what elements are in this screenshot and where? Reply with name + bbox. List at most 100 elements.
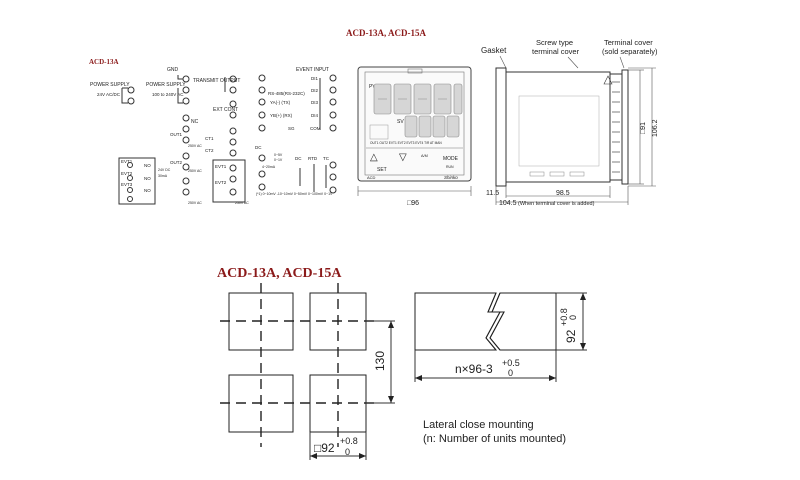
terminal-icon (182, 114, 190, 122)
terminal-icon (229, 100, 237, 108)
dim-n-96: n×96-3 (455, 362, 493, 376)
transmit-output-label: TRANSMIT OUTPUT (193, 78, 240, 84)
dim-98-5: 98.5 (556, 190, 570, 197)
range-0-1v: 0~1V (274, 158, 283, 162)
evt2-label: EVT2 (121, 171, 133, 176)
terminal-icon (182, 136, 190, 144)
no-label-1: NO (144, 163, 151, 168)
warning-icon (603, 75, 613, 85)
di2-label: DI2 (311, 88, 319, 93)
nc-label: NC (191, 119, 199, 125)
cutout-title: ACD-13A, ACD-15A (217, 266, 342, 281)
screw-terminal-label-2: terminal cover (532, 47, 580, 56)
ya-tx-label: YA(-) (TX) (270, 100, 291, 105)
dim-n-tol-lower: 0 (508, 368, 513, 378)
evt1-label-b: EVT1 (215, 164, 227, 169)
out2-label: OUT2 (170, 160, 182, 165)
dim-96: □96 (407, 200, 419, 207)
screw-terminal-label-1: Screw type (536, 38, 573, 47)
dim-104-5-note: (When terminal cover is added) (518, 201, 595, 207)
indicator-labels: OUT1 OUT2 EVT1 EVT2 EVT3 EVT4 T/R AT MAN (370, 141, 442, 145)
evt2-label-b: EVT2 (215, 180, 227, 185)
mode-button[interactable]: MODE (443, 156, 459, 162)
sv-digit (446, 115, 460, 138)
sv-display (404, 115, 460, 138)
terminal-icon (258, 154, 266, 162)
terminal-icon (127, 86, 135, 94)
terminal-icon (127, 187, 133, 193)
up-arrow-icon[interactable]: △ (370, 152, 378, 163)
panel-cutout-diagram: ACD-13A, ACD-15A 130 □92 +0.8 0 (217, 266, 587, 460)
out1-rating: 250V AC (188, 144, 202, 148)
sv-label: SV (397, 119, 404, 125)
run-label: RUN (446, 165, 454, 169)
out2-rating-v: 24V DC (158, 168, 171, 172)
terminal-cover-label-2: (sold separately) (602, 47, 658, 56)
evt1-label: EVT1 (121, 159, 133, 164)
dim-91: □91 (640, 122, 647, 134)
wiring-title: ACD-13A (89, 58, 119, 66)
dim-92-vertical-tol-upper: +0.8 (559, 308, 569, 326)
terminal-icon (182, 188, 190, 196)
set-button[interactable]: SET (377, 167, 387, 173)
lateral-mounting-note: (n: Number of units mounted) (423, 433, 566, 445)
terminal-icon (258, 183, 266, 191)
dc-label-2: DC (295, 156, 302, 161)
tc-label: TC (323, 156, 330, 161)
no-label-3: NO (144, 188, 151, 193)
sv-digit (432, 115, 446, 138)
terminal-icon (258, 170, 266, 178)
rtd-label: RTD (308, 156, 318, 161)
model-label: ACD (367, 175, 376, 180)
dim-92-vertical-tol-lower: 0 (568, 315, 578, 320)
front-title: ACD-13A, ACD-15A (346, 28, 426, 38)
com-label: COM (310, 126, 321, 131)
terminal-icon (229, 138, 237, 146)
terminal-icon (182, 75, 190, 83)
side-view: Gasket Screw type terminal cover Termina… (481, 38, 659, 207)
evt3-rating: 250V AC (188, 201, 202, 205)
terminal-icon (258, 124, 266, 132)
dim-11-5: 11.5 (486, 190, 499, 197)
terminal-cover-label-1: Terminal cover (604, 38, 653, 47)
status-lamps (369, 124, 389, 140)
terminal-icon (258, 111, 266, 119)
lateral-mounting-label: Lateral close mounting (423, 419, 534, 431)
terminal-icon (127, 97, 135, 105)
terminal-block (609, 73, 623, 181)
range-0-5v: 0~5V (274, 153, 283, 157)
terminal-icon (182, 163, 190, 171)
pv-label: PV (369, 84, 376, 90)
power-supply-2-rating: 100 to 240V AC (152, 92, 184, 97)
out2-rating-a: 30mA (158, 174, 168, 178)
dim-92-vertical: 92 (564, 329, 578, 343)
range-4-20ma: 4~20mA (262, 165, 276, 169)
front-view: ACD-13A, ACD-15A PV SV OUT1 OUT2 EVT1 EV… (346, 28, 472, 207)
terminal-icon (329, 111, 337, 119)
terminal-icon (229, 175, 237, 183)
lateral-cutout-left (414, 292, 501, 351)
ct2-label: CT2 (205, 148, 214, 153)
out1-label: OUT1 (170, 132, 182, 137)
dim-92-bottom-tol-lower: 0 (345, 447, 350, 457)
out2-rating-ac: 250V AC (188, 169, 202, 173)
lateral-cutout-right (489, 292, 557, 351)
dim-92-bottom-tol-upper: +0.8 (340, 436, 358, 446)
terminal-icon (329, 161, 337, 169)
terminal-icon (329, 186, 337, 194)
sv-digit (418, 115, 432, 138)
evt3-label: EVT3 (121, 182, 133, 187)
terminal-icon (329, 86, 337, 94)
evt-block-2 (212, 159, 246, 203)
ranges-note: (*1) 0~10mV -10~10mV 0~50mV 0~100mV 0~1V (256, 192, 333, 196)
terminal-icon (127, 175, 133, 181)
down-arrow-icon[interactable]: ▽ (399, 152, 407, 163)
am-label: A/M (421, 154, 428, 158)
power-supply-2-label: POWER SUPPLY (146, 82, 186, 88)
event-input-label: EVENT INPUT (296, 67, 329, 73)
terminal-icon (182, 86, 190, 94)
gasket-label: Gasket (481, 46, 507, 55)
sg-label: SG (288, 126, 295, 131)
terminal-icon (329, 74, 337, 82)
